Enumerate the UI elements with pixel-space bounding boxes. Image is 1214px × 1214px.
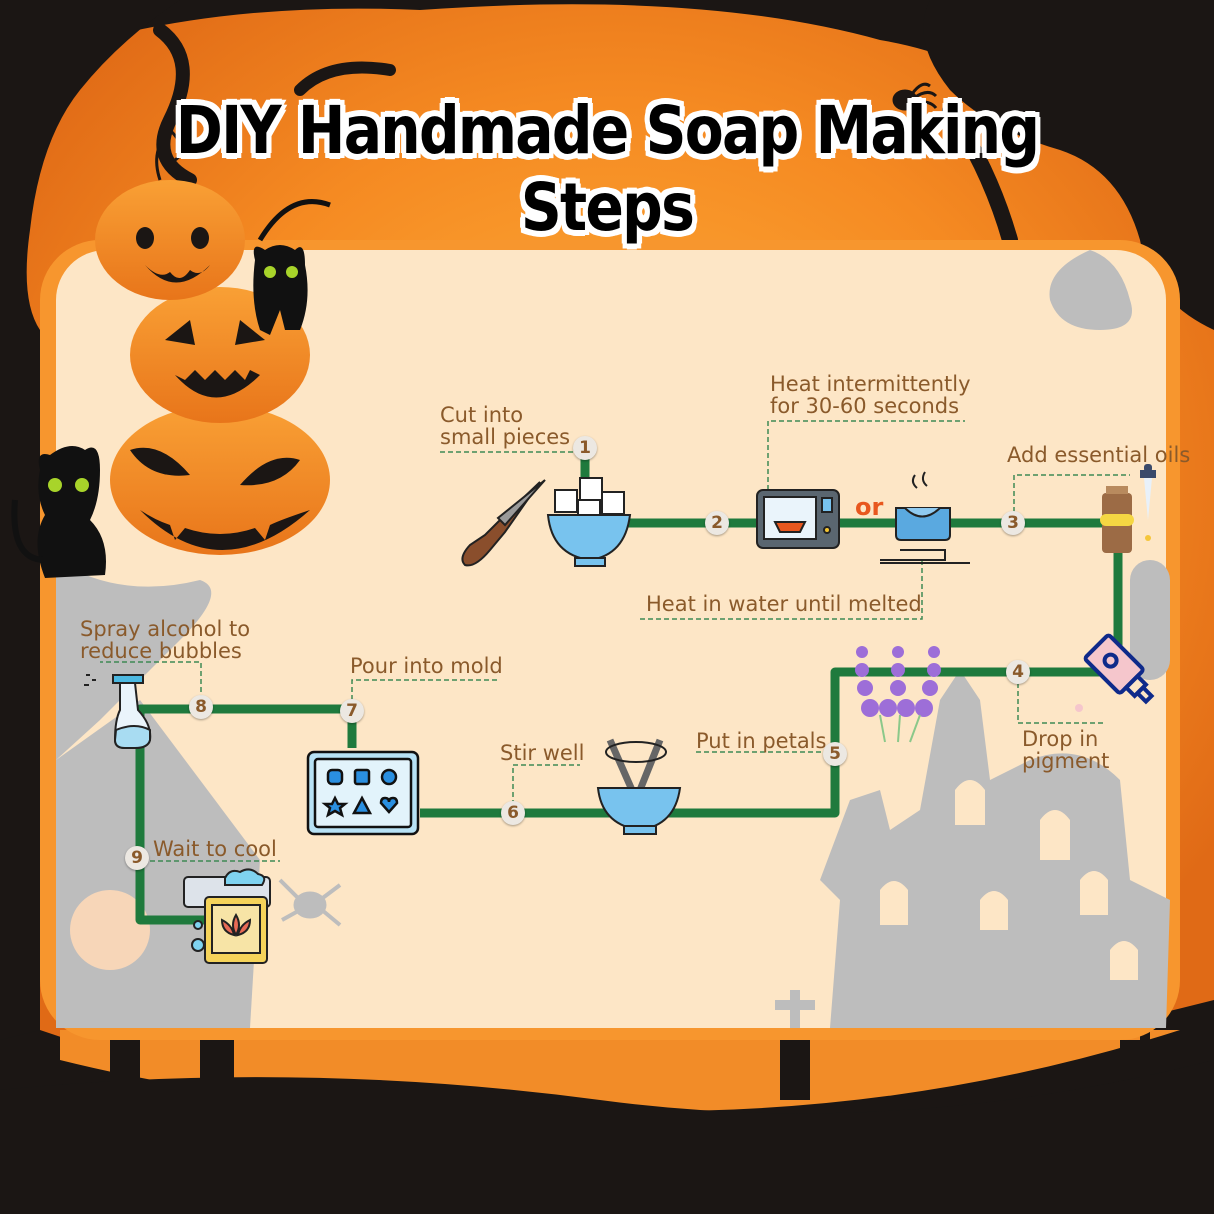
step2-alt-label: Heat in water until melted [646,592,922,616]
spider-icon [892,82,938,111]
step-badge-1: 1 [573,436,597,460]
black-cat-top [253,199,331,335]
spider-silhouette [278,878,342,927]
step-badge-9: 9 [125,846,149,870]
microwave-icon [756,489,840,549]
step9-label: Wait to cool [153,837,277,861]
step6-label: Stir well [500,741,585,765]
step1-label: Cut into small pieces [440,403,571,449]
soap-bowl-icon [546,477,632,567]
step4-label: Drop in pigment [1022,727,1110,773]
step5-label: Put in petals [696,729,827,753]
step-badge-8: 8 [189,695,213,719]
lavender-icon [855,646,941,743]
step7-label: Pour into mold [350,654,503,678]
pigment-tube-icon [1083,633,1155,705]
knife-icon [461,479,546,567]
step-badge-2: 2 [705,511,729,535]
soap-mold-icon [306,750,420,836]
essential-oil-icon [1100,464,1156,553]
or-separator: or [855,493,884,521]
water-bath-icon [880,471,970,564]
step-badge-3: 3 [1001,511,1025,535]
mixing-bowl-icon [596,738,682,835]
spray-bottle-icon [84,674,152,749]
step3-label: Add essential oils [1007,443,1191,467]
step-badge-7: 7 [340,699,364,723]
finished-soap-icon [183,868,271,964]
page-title: DIY Handmade Soap Making Steps [175,92,1040,246]
black-cat-left [11,446,106,578]
step-badge-4: 4 [1006,660,1030,684]
step-badge-6: 6 [501,801,525,825]
step-badge-5: 5 [823,742,847,766]
step8-label: Spray alcohol to reduce bubbles [80,617,251,663]
step2-label: Heat intermittently for 30-60 seconds [770,372,971,418]
jack-o-lantern-stack [95,127,330,555]
